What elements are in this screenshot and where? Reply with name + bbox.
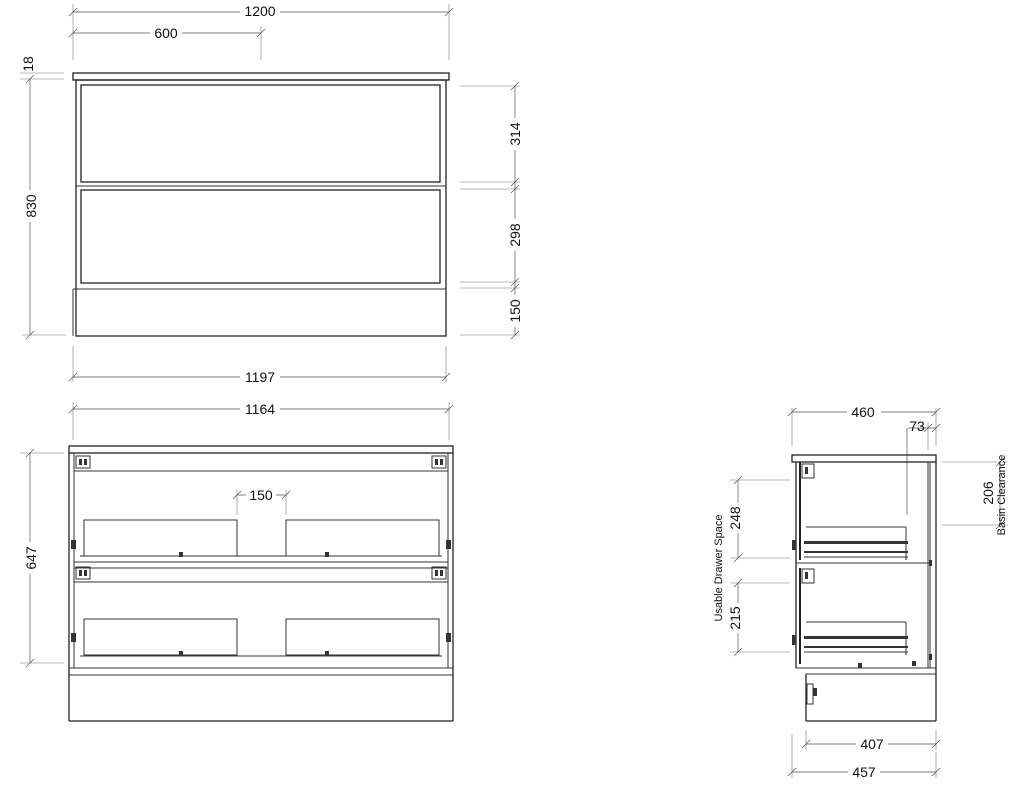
lower-drawer-left bbox=[83, 618, 238, 656]
dim-206-label: 206 bbox=[980, 481, 996, 505]
dim-rear-offset: 73 bbox=[906, 418, 941, 515]
middle-rail bbox=[73, 561, 449, 569]
bottom-drawer-front bbox=[80, 189, 441, 284]
dim-150-spacing-label: 150 bbox=[249, 487, 273, 503]
open-top bbox=[68, 445, 454, 454]
dim-248-label: 248 bbox=[727, 506, 743, 530]
dim-base-width: 1197 bbox=[68, 346, 451, 385]
dim-460-label: 460 bbox=[851, 404, 875, 420]
basin-clearance-label: Basin Clearance bbox=[996, 455, 1008, 536]
dim-298-label: 298 bbox=[507, 223, 523, 247]
dim-73-label: 73 bbox=[909, 418, 925, 434]
usable-drawer-space-label: Usable Drawer Space bbox=[713, 515, 725, 622]
upper-drawer-left bbox=[83, 519, 238, 557]
top-drawer-front bbox=[80, 84, 441, 183]
side-view: 460 73 bbox=[713, 403, 1008, 780]
dim-1197-label: 1197 bbox=[245, 369, 275, 385]
dim-spacing: 150 bbox=[232, 487, 291, 515]
dim-830-label: 830 bbox=[23, 194, 39, 218]
lower-drawer-right bbox=[285, 618, 440, 656]
dim-1200-label: 1200 bbox=[244, 3, 275, 19]
dim-18-label: 18 bbox=[20, 56, 36, 72]
dim-usable-space: 248 215 Usable Drawer Space bbox=[713, 475, 790, 657]
dim-600-label: 600 bbox=[154, 25, 178, 41]
dim-basin-clearance: 206 Basin Clearance bbox=[942, 455, 1008, 536]
dim-drawer-depth: 407 bbox=[801, 730, 941, 752]
dim-internal-width: 1164 bbox=[68, 400, 454, 440]
dim-1164-label: 1164 bbox=[245, 401, 275, 417]
dim-150-label: 150 bbox=[507, 299, 523, 323]
front-view: 1200 600 18 830 bbox=[20, 3, 523, 385]
dim-carcass-depth: 457 bbox=[787, 734, 941, 780]
dim-407-label: 407 bbox=[860, 736, 884, 752]
dim-457-label: 457 bbox=[852, 764, 876, 780]
vanity-top bbox=[72, 72, 450, 81]
carcass bbox=[75, 79, 447, 337]
side-top bbox=[791, 454, 937, 463]
dim-overall-width: 1200 bbox=[68, 3, 454, 60]
dim-half-width: 600 bbox=[68, 25, 266, 60]
side-upper-drawer bbox=[804, 526, 908, 560]
upper-drawer-right bbox=[285, 519, 440, 557]
dim-215-label: 215 bbox=[727, 606, 743, 630]
open-view: 1164 bbox=[20, 400, 454, 722]
dim-647-label: 647 bbox=[23, 546, 39, 570]
dim-314-label: 314 bbox=[507, 122, 523, 146]
dim-right-stack: 314 298 150 bbox=[460, 81, 523, 340]
dim-depth: 460 bbox=[787, 403, 941, 446]
side-lower-drawer bbox=[804, 621, 908, 655]
dim-overall-height: 830 bbox=[22, 74, 66, 340]
dim-open-height: 647 bbox=[20, 448, 64, 668]
runner-brackets bbox=[71, 455, 451, 642]
dim-top-thickness: 18 bbox=[20, 56, 64, 80]
